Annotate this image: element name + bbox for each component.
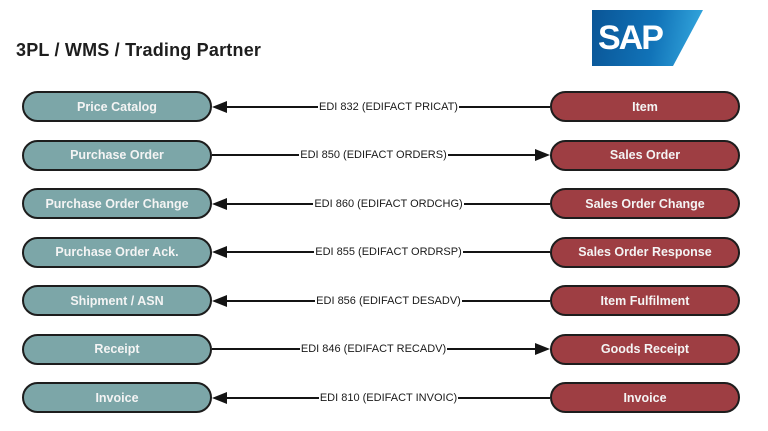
edi-transaction-label: EDI 846 (EDIFACT RECADV)	[300, 343, 447, 355]
right-pill: Item Fulfilment	[550, 285, 740, 316]
arrowhead-right-icon	[535, 149, 550, 161]
edi-flow-row: Price Catalog EDI 832 (EDIFACT PRICAT) I…	[22, 91, 740, 122]
edi-arrow-connector: EDI 855 (EDIFACT ORDRSP)	[212, 246, 550, 258]
edi-arrow-connector: EDI 856 (EDIFACT DESADV)	[212, 294, 551, 307]
left-pill: Purchase Order Change	[22, 188, 212, 219]
arrow-line	[463, 202, 551, 205]
arrowhead-left-icon	[212, 391, 227, 404]
left-pill: Shipment / ASN	[22, 285, 212, 316]
arrow-line	[227, 251, 315, 253]
arrow-line	[461, 299, 551, 302]
arrow-line	[212, 154, 300, 156]
sap-logo: SAP	[592, 10, 703, 66]
arrow-line	[227, 105, 319, 108]
page-title: 3PL / WMS / Trading Partner	[16, 40, 262, 60]
sap-logo-text: SAP	[598, 19, 664, 57]
edi-transaction-label: EDI 810 (EDIFACT INVOIC)	[319, 391, 458, 404]
arrow-line	[458, 105, 550, 108]
arrow-line	[227, 202, 314, 205]
right-pill-label: Item	[632, 99, 658, 114]
edi-arrow-connector: EDI 832 (EDIFACT PRICAT)	[212, 100, 550, 113]
arrowhead-left-icon	[212, 246, 227, 258]
right-pill: Invoice	[550, 382, 740, 413]
arrowhead-right-icon	[535, 343, 550, 355]
left-pill: Receipt	[22, 333, 212, 365]
edi-flow-row: Purchase Order Ack. EDI 855 (EDIFACT ORD…	[22, 236, 740, 268]
edi-transaction-label: EDI 860 (EDIFACT ORDCHG)	[314, 197, 463, 210]
right-pill: Sales Order	[550, 139, 740, 171]
left-pill-label: Invoice	[95, 390, 139, 405]
edi-arrow-connector: EDI 850 (EDIFACT ORDERS)	[212, 149, 550, 161]
arrow-line	[227, 396, 319, 399]
edi-transaction-label: EDI 856 (EDIFACT DESADV)	[316, 294, 461, 307]
left-pill: Purchase Order Ack.	[22, 236, 212, 268]
right-pill-label: Sales Order	[609, 148, 681, 162]
right-pill-label: Invoice	[623, 390, 667, 405]
edi-flow-row: Shipment / ASN EDI 856 (EDIFACT DESADV) …	[22, 285, 740, 316]
arrow-line	[447, 348, 535, 350]
left-pill: Invoice	[22, 382, 212, 413]
arrow-line	[462, 251, 550, 253]
right-pill: Sales Order Change	[550, 188, 740, 219]
right-pill-label: Sales Order Response	[578, 245, 712, 259]
right-pill-label: Item Fulfilment	[600, 293, 690, 308]
left-pill: Price Catalog	[22, 91, 212, 122]
left-pill-label: Purchase Order Ack.	[55, 245, 179, 259]
right-pill: Goods Receipt	[550, 333, 740, 365]
right-pill: Sales Order Response	[550, 236, 740, 268]
right-pill-label: Sales Order Change	[585, 196, 705, 211]
left-pill-label: Purchase Order Change	[45, 196, 189, 211]
edi-flow-row: Purchase Order EDI 850 (EDIFACT ORDERS) …	[22, 139, 740, 171]
arrow-line	[212, 348, 300, 350]
arrowhead-left-icon	[212, 294, 227, 307]
left-pill-label: Shipment / ASN	[70, 293, 164, 308]
right-pill-label: Goods Receipt	[600, 342, 690, 356]
edi-transaction-label: EDI 850 (EDIFACT ORDERS)	[300, 149, 447, 161]
edi-flow-row: Purchase Order Change EDI 860 (EDIFACT O…	[22, 188, 740, 219]
edi-arrow-connector: EDI 860 (EDIFACT ORDCHG)	[212, 197, 551, 210]
edi-arrow-connector: EDI 810 (EDIFACT INVOIC)	[212, 391, 551, 404]
arrow-line	[447, 154, 535, 156]
right-pill: Item	[550, 91, 740, 122]
edi-arrow-connector: EDI 846 (EDIFACT RECADV)	[212, 343, 550, 355]
edi-flow-rows: Price Catalog EDI 832 (EDIFACT PRICAT) I…	[22, 91, 740, 413]
arrow-line	[227, 299, 316, 302]
edi-transaction-label: EDI 855 (EDIFACT ORDRSP)	[315, 246, 462, 258]
left-pill-label: Price Catalog	[77, 99, 157, 114]
left-pill-label: Receipt	[94, 342, 140, 356]
arrowhead-left-icon	[212, 100, 227, 113]
edi-flow-row: Receipt EDI 846 (EDIFACT RECADV) Goods R…	[22, 333, 740, 365]
arrowhead-left-icon	[212, 197, 227, 210]
edi-flow-row: Invoice EDI 810 (EDIFACT INVOIC) Invoice	[22, 382, 740, 413]
edi-transaction-label: EDI 832 (EDIFACT PRICAT)	[319, 100, 458, 113]
left-pill-label: Purchase Order	[70, 148, 164, 162]
left-pill: Purchase Order	[22, 139, 212, 171]
arrow-line	[458, 396, 551, 399]
